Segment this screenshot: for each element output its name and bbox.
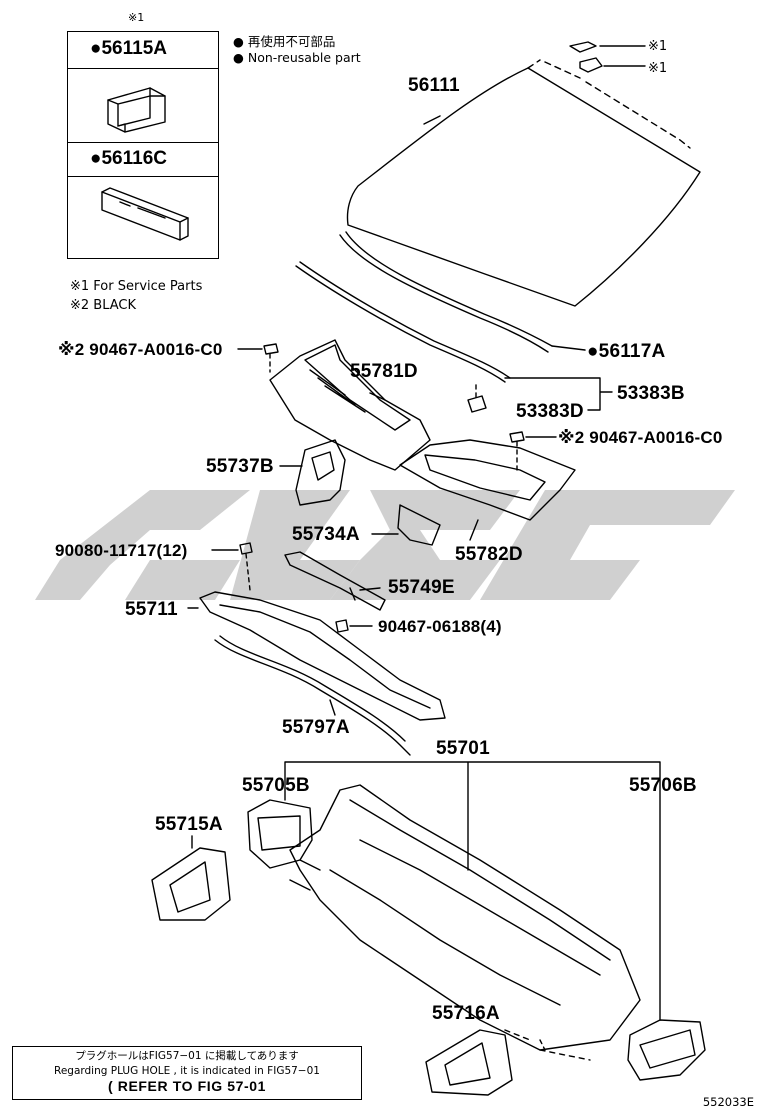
windshield-56111 — [346, 59, 701, 307]
clip-56116C-drawing — [101, 187, 189, 241]
legend-divider — [68, 176, 218, 177]
label-55715A: 55715A — [155, 814, 223, 835]
seal-55737B — [279, 439, 346, 506]
label-56111: 56111 — [408, 75, 460, 96]
cowl-panel-55781D — [269, 339, 431, 471]
screw-90467-right — [509, 431, 557, 471]
clip-90467-06188 — [335, 619, 373, 633]
reference-line-en: Regarding PLUG HOLE , it is indicated in… — [54, 1065, 320, 1077]
screw-90467-left — [237, 343, 279, 373]
reinforcement-55715A — [151, 835, 231, 921]
seal-55734A — [371, 504, 441, 546]
label-56117A: ●56117A — [587, 341, 666, 362]
cowl-55711 — [187, 591, 446, 721]
legend-divider — [68, 68, 218, 69]
bracket-55705B — [247, 799, 313, 869]
label-90467-A0016-C0-left: ※2 90467-A0016-C0 — [58, 340, 223, 359]
weatherstrip-53383B — [295, 261, 613, 413]
label-90080-11717: 90080-11717(12) — [55, 541, 188, 560]
label-55711: 55711 — [125, 599, 178, 620]
legend-item-56115A: ●56115A — [90, 38, 167, 59]
reinforcement-55716A — [425, 1029, 591, 1096]
label-55734A: 55734A — [292, 524, 360, 545]
label-55737B: 55737B — [206, 456, 274, 477]
reference-note-box: プラグホールはFIG57−01 に掲載してあります Regarding PLUG… — [12, 1046, 362, 1100]
bolt-90080 — [211, 542, 253, 591]
clip-56115A-drawing — [107, 87, 166, 133]
label-55705B: 55705B — [242, 775, 310, 796]
label-90467-06188: 90467-06188(4) — [378, 617, 502, 636]
cowl-panel-55782D — [399, 439, 576, 541]
label-55706B: 55706B — [629, 775, 697, 796]
label-55701: 55701 — [436, 738, 490, 759]
reference-line-refer: ( REFER TO FIG 57-01 — [108, 1078, 266, 1094]
reference-line-jp: プラグホールはFIG57−01 に掲載してあります — [75, 1050, 299, 1062]
label-55749E: 55749E — [388, 577, 455, 598]
service-mark-bottom: ※1 — [648, 61, 668, 76]
label-55781D: 55781D — [350, 361, 418, 382]
service-mark-top: ※1 — [648, 39, 668, 54]
label-55797A: 55797A — [282, 717, 350, 738]
bracket-55706B — [627, 1019, 706, 1081]
label-53383D: 53383D — [516, 401, 584, 422]
molding-56117A — [339, 231, 586, 353]
non-reusable-note-en: ● Non-reusable part — [233, 50, 361, 65]
legend-marker: ※1 — [128, 11, 145, 24]
label-55716A: 55716A — [432, 1003, 500, 1024]
footnote-black: ※2 BLACK — [70, 298, 137, 313]
figure-number: 552033E — [702, 1095, 754, 1109]
leader-55701 — [284, 761, 661, 1021]
label-55782D: 55782D — [455, 544, 523, 565]
non-reusable-note-jp: ● 再使用不可部品 — [233, 34, 336, 49]
label-53383B: 53383B — [617, 383, 685, 404]
footnote-service-parts: ※1 For Service Parts — [70, 279, 203, 294]
label-90467-A0016-C0-right: ※2 90467-A0016-C0 — [558, 428, 723, 447]
legend-divider — [68, 142, 218, 143]
legend-item-56116C: ●56116C — [90, 148, 167, 169]
bracket-55749E — [284, 551, 386, 611]
watermark-logo — [35, 490, 735, 600]
legend-box: ●56115A ●56116C — [67, 31, 219, 259]
service-clip-drawing — [569, 41, 646, 73]
seal-55797A — [214, 635, 411, 756]
